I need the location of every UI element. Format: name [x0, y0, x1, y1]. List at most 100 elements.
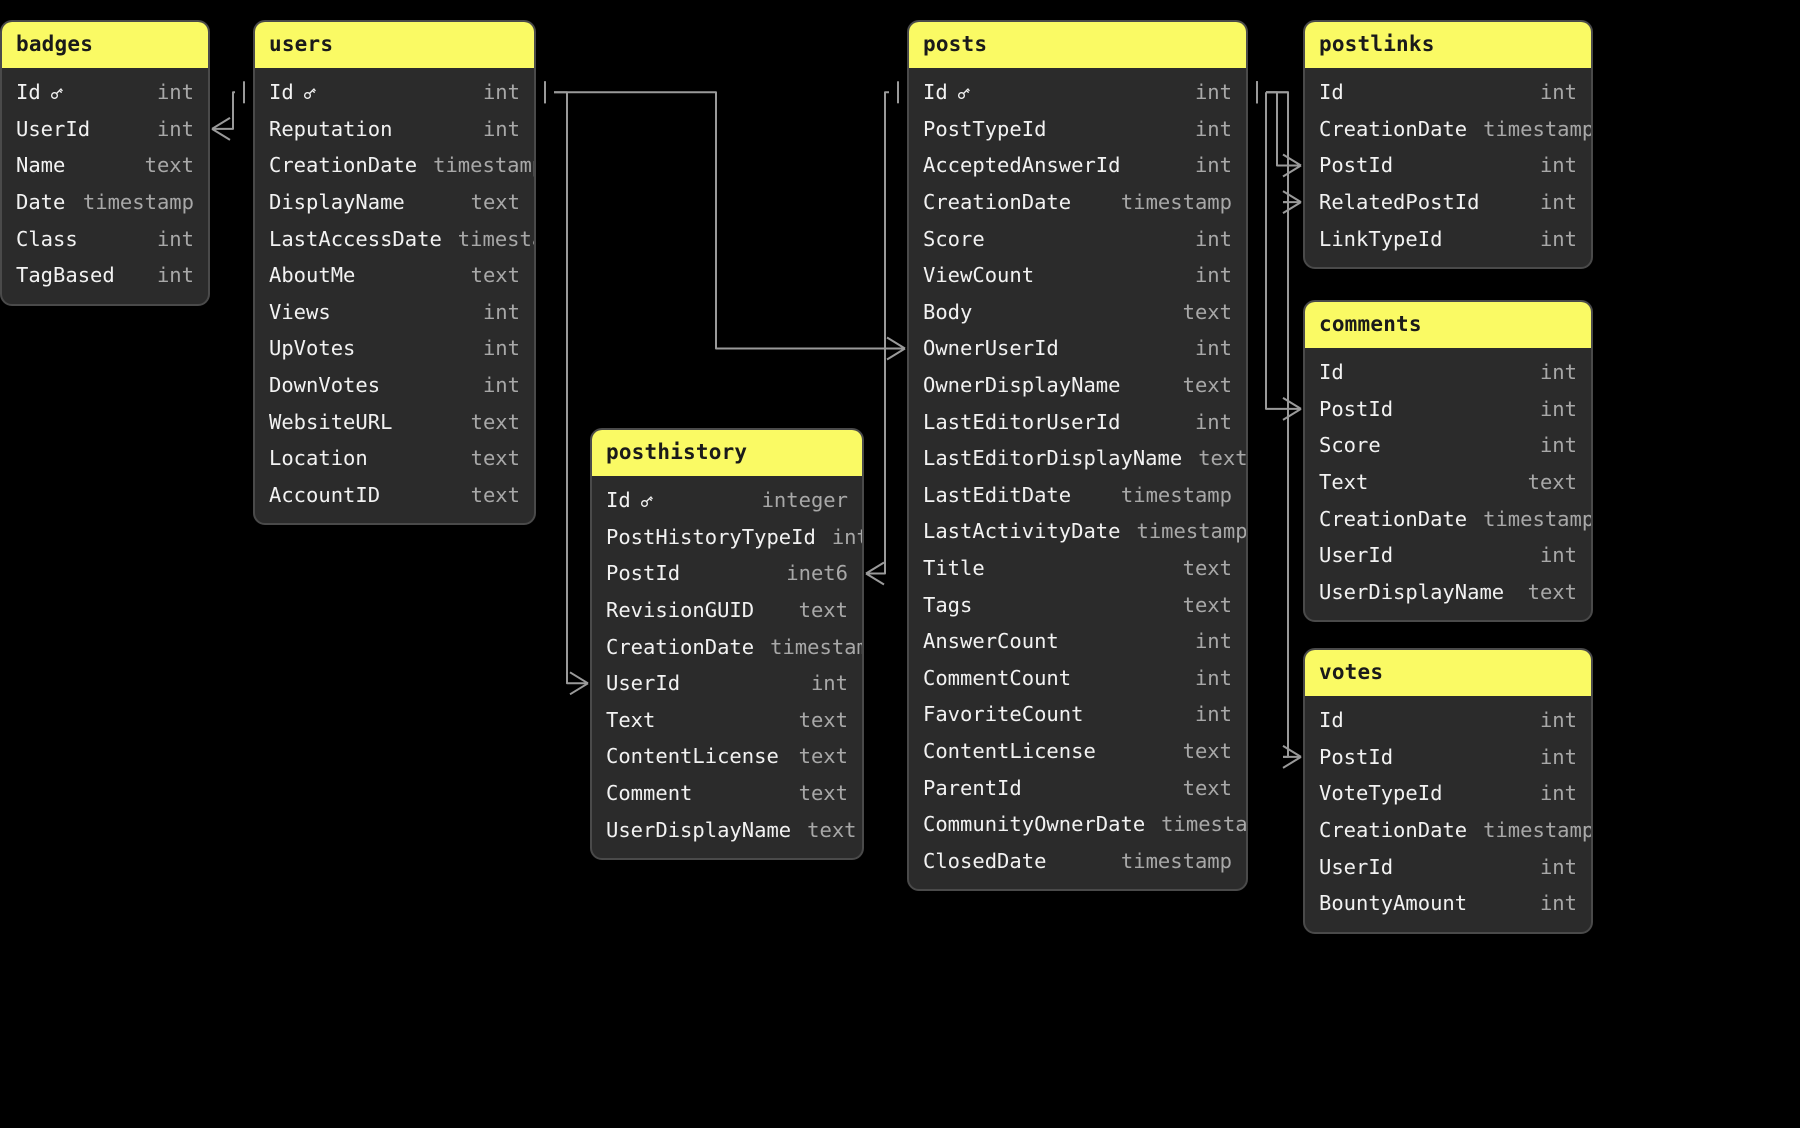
column-row[interactable]: LastActivityDate timestamp: [909, 513, 1246, 550]
column-type: text: [1527, 579, 1577, 604]
column-name-text: LastActivityDate: [923, 519, 1121, 544]
column-name: ViewCount: [923, 263, 1034, 287]
column-type: text: [470, 482, 520, 507]
column-type: text: [807, 817, 857, 842]
column-row[interactable]: CommunityOwnerDatetimestamp: [909, 806, 1246, 843]
column-name: TagBased: [16, 263, 115, 287]
column-name-text: VoteTypeId: [1319, 781, 1443, 806]
column-name: VoteTypeId: [1319, 781, 1442, 805]
column-name-text: OwnerDisplayName: [923, 373, 1121, 398]
column-name: LastEditorDisplayName: [923, 446, 1182, 470]
column-name: Id: [923, 80, 972, 104]
column-name-text: CreationDate: [269, 153, 418, 178]
column-name: Comment: [606, 781, 692, 805]
column-name-text: Class: [16, 226, 78, 251]
table-posthistory[interactable]: posthistoryIdintegerPostHistoryTypeIdint…: [590, 428, 864, 860]
column-type: timestamp: [1136, 519, 1248, 544]
column-name-text: Score: [1319, 433, 1381, 458]
column-name-text: WebsiteURL: [269, 409, 393, 434]
column-row[interactable]: LastAccessDatetimestamp: [255, 220, 534, 257]
column-name: Date: [16, 190, 65, 214]
column-name: Id: [1319, 80, 1344, 104]
column-row[interactable]: PostHistoryTypeIdint: [592, 519, 862, 556]
column-name-text: Id: [16, 80, 41, 105]
column-name: Views: [269, 300, 331, 324]
column-name-text: PostId: [1319, 396, 1394, 421]
relationship-users-badges: [211, 81, 245, 141]
column-name: FavoriteCount: [923, 702, 1083, 726]
